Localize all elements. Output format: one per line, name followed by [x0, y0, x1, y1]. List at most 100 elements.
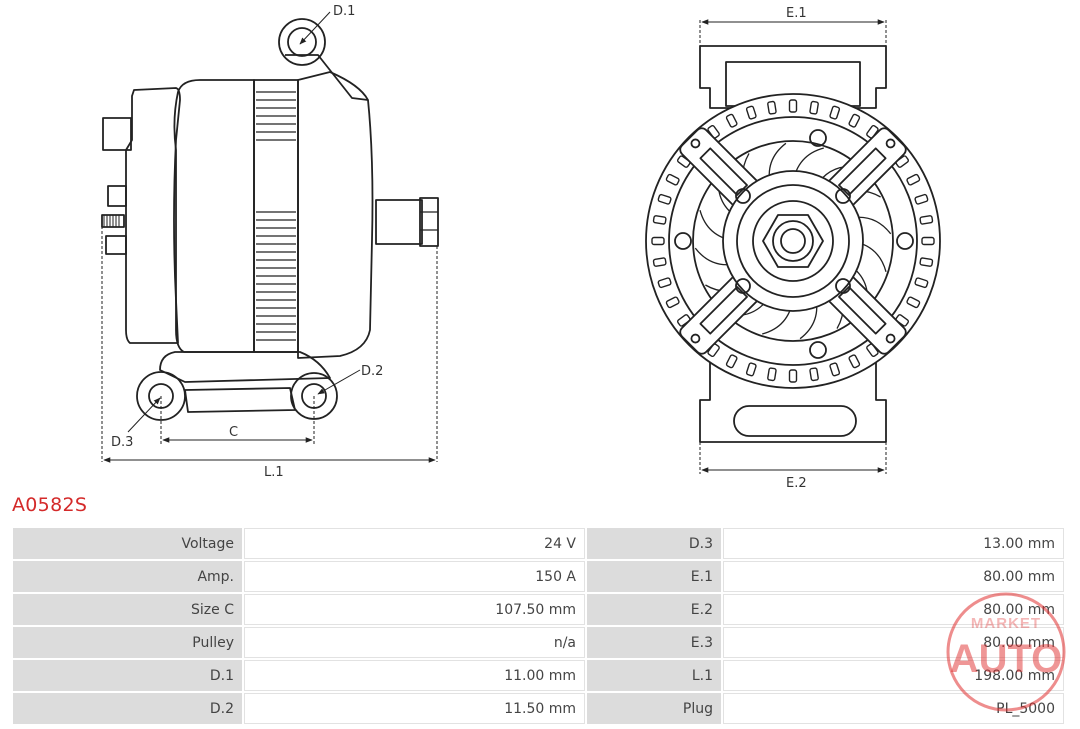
vent-slot	[767, 100, 777, 115]
hole-7	[735, 278, 751, 294]
spec-label: Size C	[13, 594, 242, 625]
vent-slot	[767, 367, 777, 382]
vent-slot	[914, 193, 929, 205]
spec-value: 11.00 mm	[244, 660, 585, 691]
front-top-frame	[699, 45, 887, 109]
shaft-hole	[780, 228, 806, 254]
vent-slot	[657, 277, 672, 289]
spec-label: Voltage	[13, 528, 242, 559]
spec-label: E.3	[587, 627, 721, 658]
spec-label: Pulley	[13, 627, 242, 658]
vent-slot	[651, 236, 665, 246]
alternator-technical-drawing: D.1 D.2 D.3 C L.1	[101, 4, 941, 491]
spec-label: D.1	[13, 660, 242, 691]
vent-slot	[652, 215, 667, 225]
front-housing	[297, 71, 374, 359]
hole-4	[896, 232, 914, 250]
hole-1	[809, 129, 827, 147]
vent-slot	[921, 236, 935, 246]
hub-mid	[752, 200, 834, 282]
vent-slot	[809, 367, 819, 382]
vent-slot	[829, 105, 841, 120]
hole-8	[835, 278, 851, 294]
side-view	[101, 18, 439, 421]
spec-value: 198.00 mm	[723, 660, 1064, 691]
front-view	[645, 45, 941, 443]
vent-slot	[848, 113, 861, 128]
spec-value: 11.50 mm	[244, 693, 585, 724]
d3-mount-boss	[136, 371, 186, 421]
spec-value: 80.00 mm	[723, 627, 1064, 658]
vent-slot	[745, 362, 757, 377]
vent-slot	[725, 113, 738, 128]
front-disc-inner	[668, 116, 918, 366]
vent-slot	[725, 354, 738, 369]
vent-slot	[906, 296, 921, 309]
terminal-mid	[107, 185, 127, 207]
e2-label: E.2	[786, 476, 807, 491]
c-label: C	[229, 425, 238, 440]
hub-outer	[722, 170, 864, 312]
main-housing	[173, 79, 255, 353]
d1-leader	[299, 11, 331, 45]
d3-leader	[127, 397, 161, 433]
spec-label: E.1	[587, 561, 721, 592]
spec-label: D.2	[13, 693, 242, 724]
l1-label: L.1	[264, 465, 284, 480]
nut-lines	[420, 211, 438, 231]
vent-slot	[657, 193, 672, 205]
d1-label: D.1	[333, 4, 355, 19]
spec-value: 150 A	[244, 561, 585, 592]
spec-value: 80.00 mm	[723, 594, 1064, 625]
vent-slot	[745, 105, 757, 120]
hole-2	[809, 341, 827, 359]
vent-slot	[906, 173, 921, 186]
hub-nut-inner	[772, 220, 814, 262]
spec-label: Amp.	[13, 561, 242, 592]
front-dimensions	[699, 19, 887, 474]
d1-mount-hole	[278, 18, 326, 66]
vent-slot	[788, 369, 798, 383]
part-number-title: A0582S	[12, 494, 88, 516]
vent-slot	[919, 215, 934, 225]
bottom-bracket	[159, 351, 331, 383]
spec-value: n/a	[244, 627, 585, 658]
bottom-slot	[733, 405, 857, 437]
spec-value: 80.00 mm	[723, 561, 1064, 592]
vent-slot	[914, 277, 929, 289]
spec-value: 24 V	[244, 528, 585, 559]
stud-thread	[103, 215, 120, 227]
vent-slot	[809, 100, 819, 115]
side-dimensions	[101, 11, 438, 463]
vent-slot	[848, 354, 861, 369]
e1-label: E.1	[786, 6, 807, 21]
hole-6	[835, 188, 851, 204]
d2-leader	[317, 369, 361, 395]
stator-ribs-bottom	[256, 211, 296, 341]
d1-hole-inner	[287, 27, 317, 57]
hub-nut	[762, 214, 824, 268]
spec-label: Plug	[587, 693, 721, 724]
vent-slot	[919, 257, 934, 267]
terminal-low	[105, 235, 127, 255]
d3-label: D.3	[111, 435, 133, 450]
shaft	[375, 199, 423, 245]
vent-slot	[788, 99, 798, 113]
stator	[253, 79, 299, 353]
d2-label: D.2	[361, 364, 383, 379]
top-mount-ear	[285, 54, 369, 101]
vent-slot	[665, 173, 680, 186]
shaft-nut	[419, 197, 439, 247]
spec-label: L.1	[587, 660, 721, 691]
spec-value: 107.50 mm	[244, 594, 585, 625]
spec-label: E.2	[587, 594, 721, 625]
vent-slot	[665, 296, 680, 309]
